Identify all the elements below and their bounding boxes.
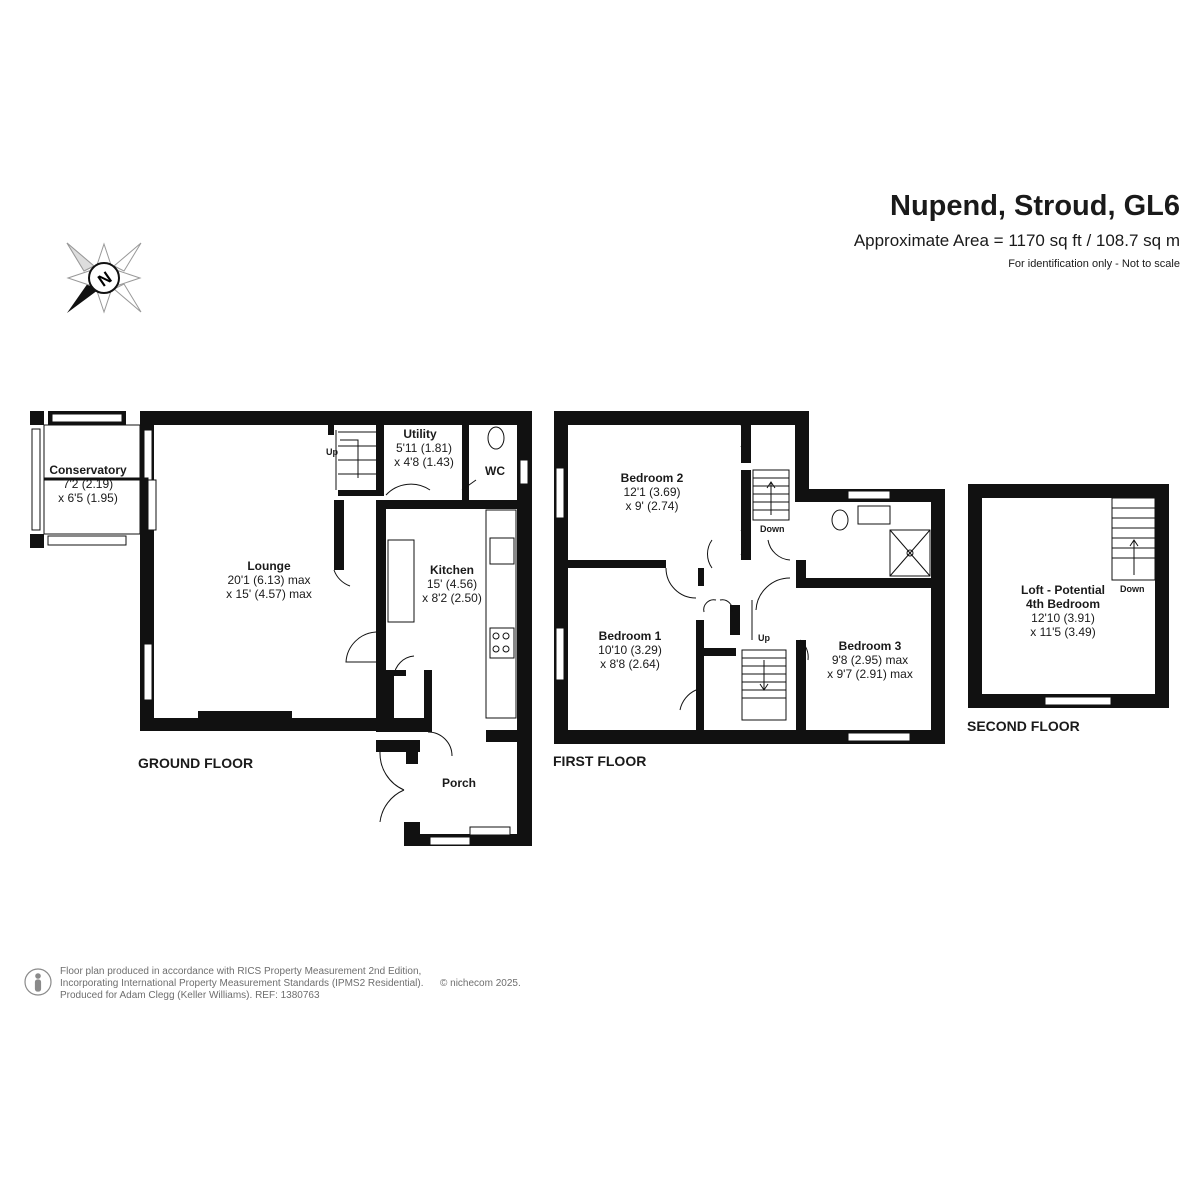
first-floor-fittings	[665, 424, 931, 721]
conservatory-dim1: 7'2 (2.19)	[63, 477, 113, 491]
loft-stairs-down: Down	[1120, 584, 1145, 594]
property-title: Nupend, Stroud, GL6	[890, 190, 1180, 222]
loft-dim2: x 11'5 (3.49)	[1030, 625, 1095, 639]
footer-line1: Floor plan produced in accordance with R…	[60, 966, 422, 977]
bedroom2-dim2: x 9' (2.74)	[626, 499, 679, 513]
lounge-dim1: 20'1 (6.13) max	[228, 573, 311, 587]
footer-copyright: © nichecom 2025.	[440, 978, 521, 989]
sink-icon	[489, 537, 515, 565]
scale-note: For identification only - Not to scale	[1008, 258, 1180, 270]
lounge-dim2: x 15' (4.57) max	[226, 587, 312, 601]
bedroom3-name: Bedroom 3	[839, 639, 902, 653]
conservatory-dim2: x 6'5 (1.95)	[58, 491, 118, 505]
utility-name: Utility	[403, 427, 437, 441]
shower-icon	[889, 529, 931, 577]
kitchen-fittings	[333, 430, 517, 823]
footer-line3: Produced for Adam Clegg (Keller Williams…	[60, 990, 320, 1001]
first-stairs-down: Down	[760, 524, 785, 534]
loft-name-line2: 4th Bedroom	[1026, 597, 1100, 611]
loft-name-line1: Loft - Potential	[1021, 583, 1105, 597]
lounge-name: Lounge	[247, 559, 291, 573]
bedroom2-dim1: 12'1 (3.69)	[624, 485, 681, 499]
loft-dim1: 12'10 (3.91)	[1031, 611, 1095, 625]
bedroom1-name: Bedroom 1	[599, 629, 662, 643]
ground-floor-label: GROUND FLOOR	[138, 755, 254, 771]
second-floor-fittings	[1044, 497, 1156, 706]
conservatory-name: Conservatory	[49, 463, 127, 477]
porch-name: Porch	[442, 776, 476, 790]
bedroom1-dim1: 10'10 (3.29)	[598, 643, 662, 657]
person-icon	[24, 968, 52, 996]
utility-dim2: x 4'8 (1.43)	[394, 455, 454, 469]
first-floor-label: FIRST FLOOR	[553, 753, 647, 769]
second-floor-plan	[968, 484, 1169, 708]
bedroom2-name: Bedroom 2	[621, 471, 684, 485]
kitchen-dim1: 15' (4.56)	[427, 577, 477, 591]
first-floor-windows	[555, 467, 911, 742]
first-floor-toilet-icon	[831, 509, 849, 531]
first-stairs-up: Up	[758, 633, 770, 643]
ground-stairs-up: Up	[326, 447, 338, 457]
wc-name: WC	[485, 464, 505, 478]
hob-icon	[489, 627, 515, 659]
north-compass-icon: N	[66, 242, 142, 314]
bedroom1-dim2: x 8'8 (2.64)	[600, 657, 660, 671]
approximate-area: Approximate Area = 1170 sq ft / 108.7 sq…	[853, 231, 1180, 250]
second-floor-label: SECOND FLOOR	[967, 718, 1080, 734]
bedroom3-dim1: 9'8 (2.95) max	[832, 653, 908, 667]
first-floor-plan	[554, 411, 945, 744]
footer-note: Floor plan produced in accordance with R…	[60, 966, 521, 1002]
ground-floor-windows	[31, 413, 529, 846]
footer-line2: Incorporating International Property Mea…	[60, 978, 424, 989]
bedroom3-dim2: x 9'7 (2.91) max	[827, 667, 913, 681]
kitchen-dim2: x 8'2 (2.50)	[422, 591, 482, 605]
shower-drain-icon	[906, 549, 914, 557]
kitchen-name: Kitchen	[430, 563, 474, 577]
utility-dim1: 5'11 (1.81)	[396, 441, 452, 455]
wc-toilet-icon	[487, 426, 505, 450]
